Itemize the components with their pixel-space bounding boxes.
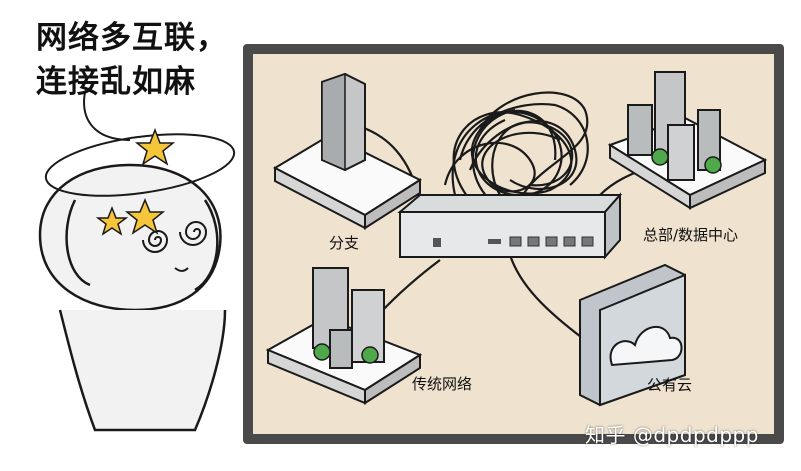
- router: [397, 192, 623, 260]
- traditional-network-buildings: [265, 267, 423, 405]
- branch-building: [272, 72, 423, 230]
- label-traditional-network: 传统网络: [412, 375, 473, 393]
- tangled-wires: [443, 91, 589, 201]
- watermark: 知乎 @dpdpdppp: [585, 423, 759, 447]
- public-cloud-panel: [579, 263, 686, 407]
- dizzy-character: [38, 91, 236, 432]
- headline-line-2: 连接乱如麻: [36, 64, 196, 100]
- hq-buildings: [607, 71, 768, 210]
- label-branch: 分支: [329, 234, 360, 252]
- label-public-cloud: 公有云: [647, 376, 693, 394]
- label-hq-datacenter: 总部/数据中心: [643, 226, 739, 244]
- headline-line-1: 网络多互联，: [36, 20, 228, 56]
